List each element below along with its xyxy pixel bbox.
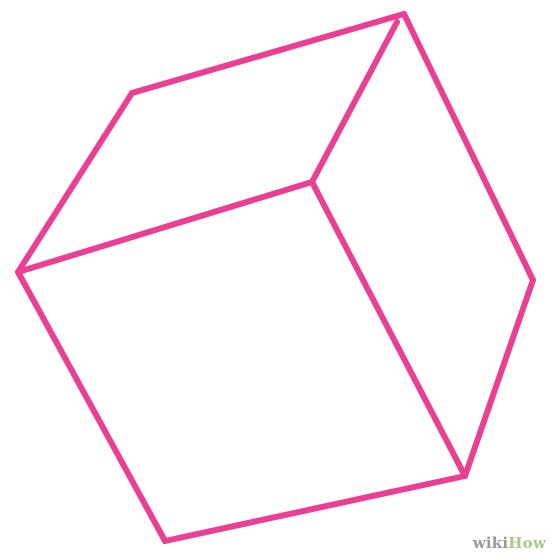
edge-top-left-sketch: [132, 14, 404, 93]
edge-front-top-sketch: [18, 182, 312, 272]
watermark-wiki-text: wiki: [472, 534, 509, 552]
edge-bottom-sketch: [162, 473, 468, 544]
watermark-how-text: How: [508, 534, 546, 552]
edge-top-right-sketch: [404, 11, 533, 283]
edge-right-bottom-sketch: [462, 277, 536, 479]
edge-bottom-left-sketch: [15, 272, 168, 541]
wikihow-watermark: wikiHow: [473, 534, 546, 552]
cube-outline: [15, 11, 536, 544]
edge-front-right-sketch: [312, 179, 465, 479]
edge-front-vertical-sketch: [312, 22, 397, 182]
edge-left-top-sketch: [18, 93, 132, 272]
